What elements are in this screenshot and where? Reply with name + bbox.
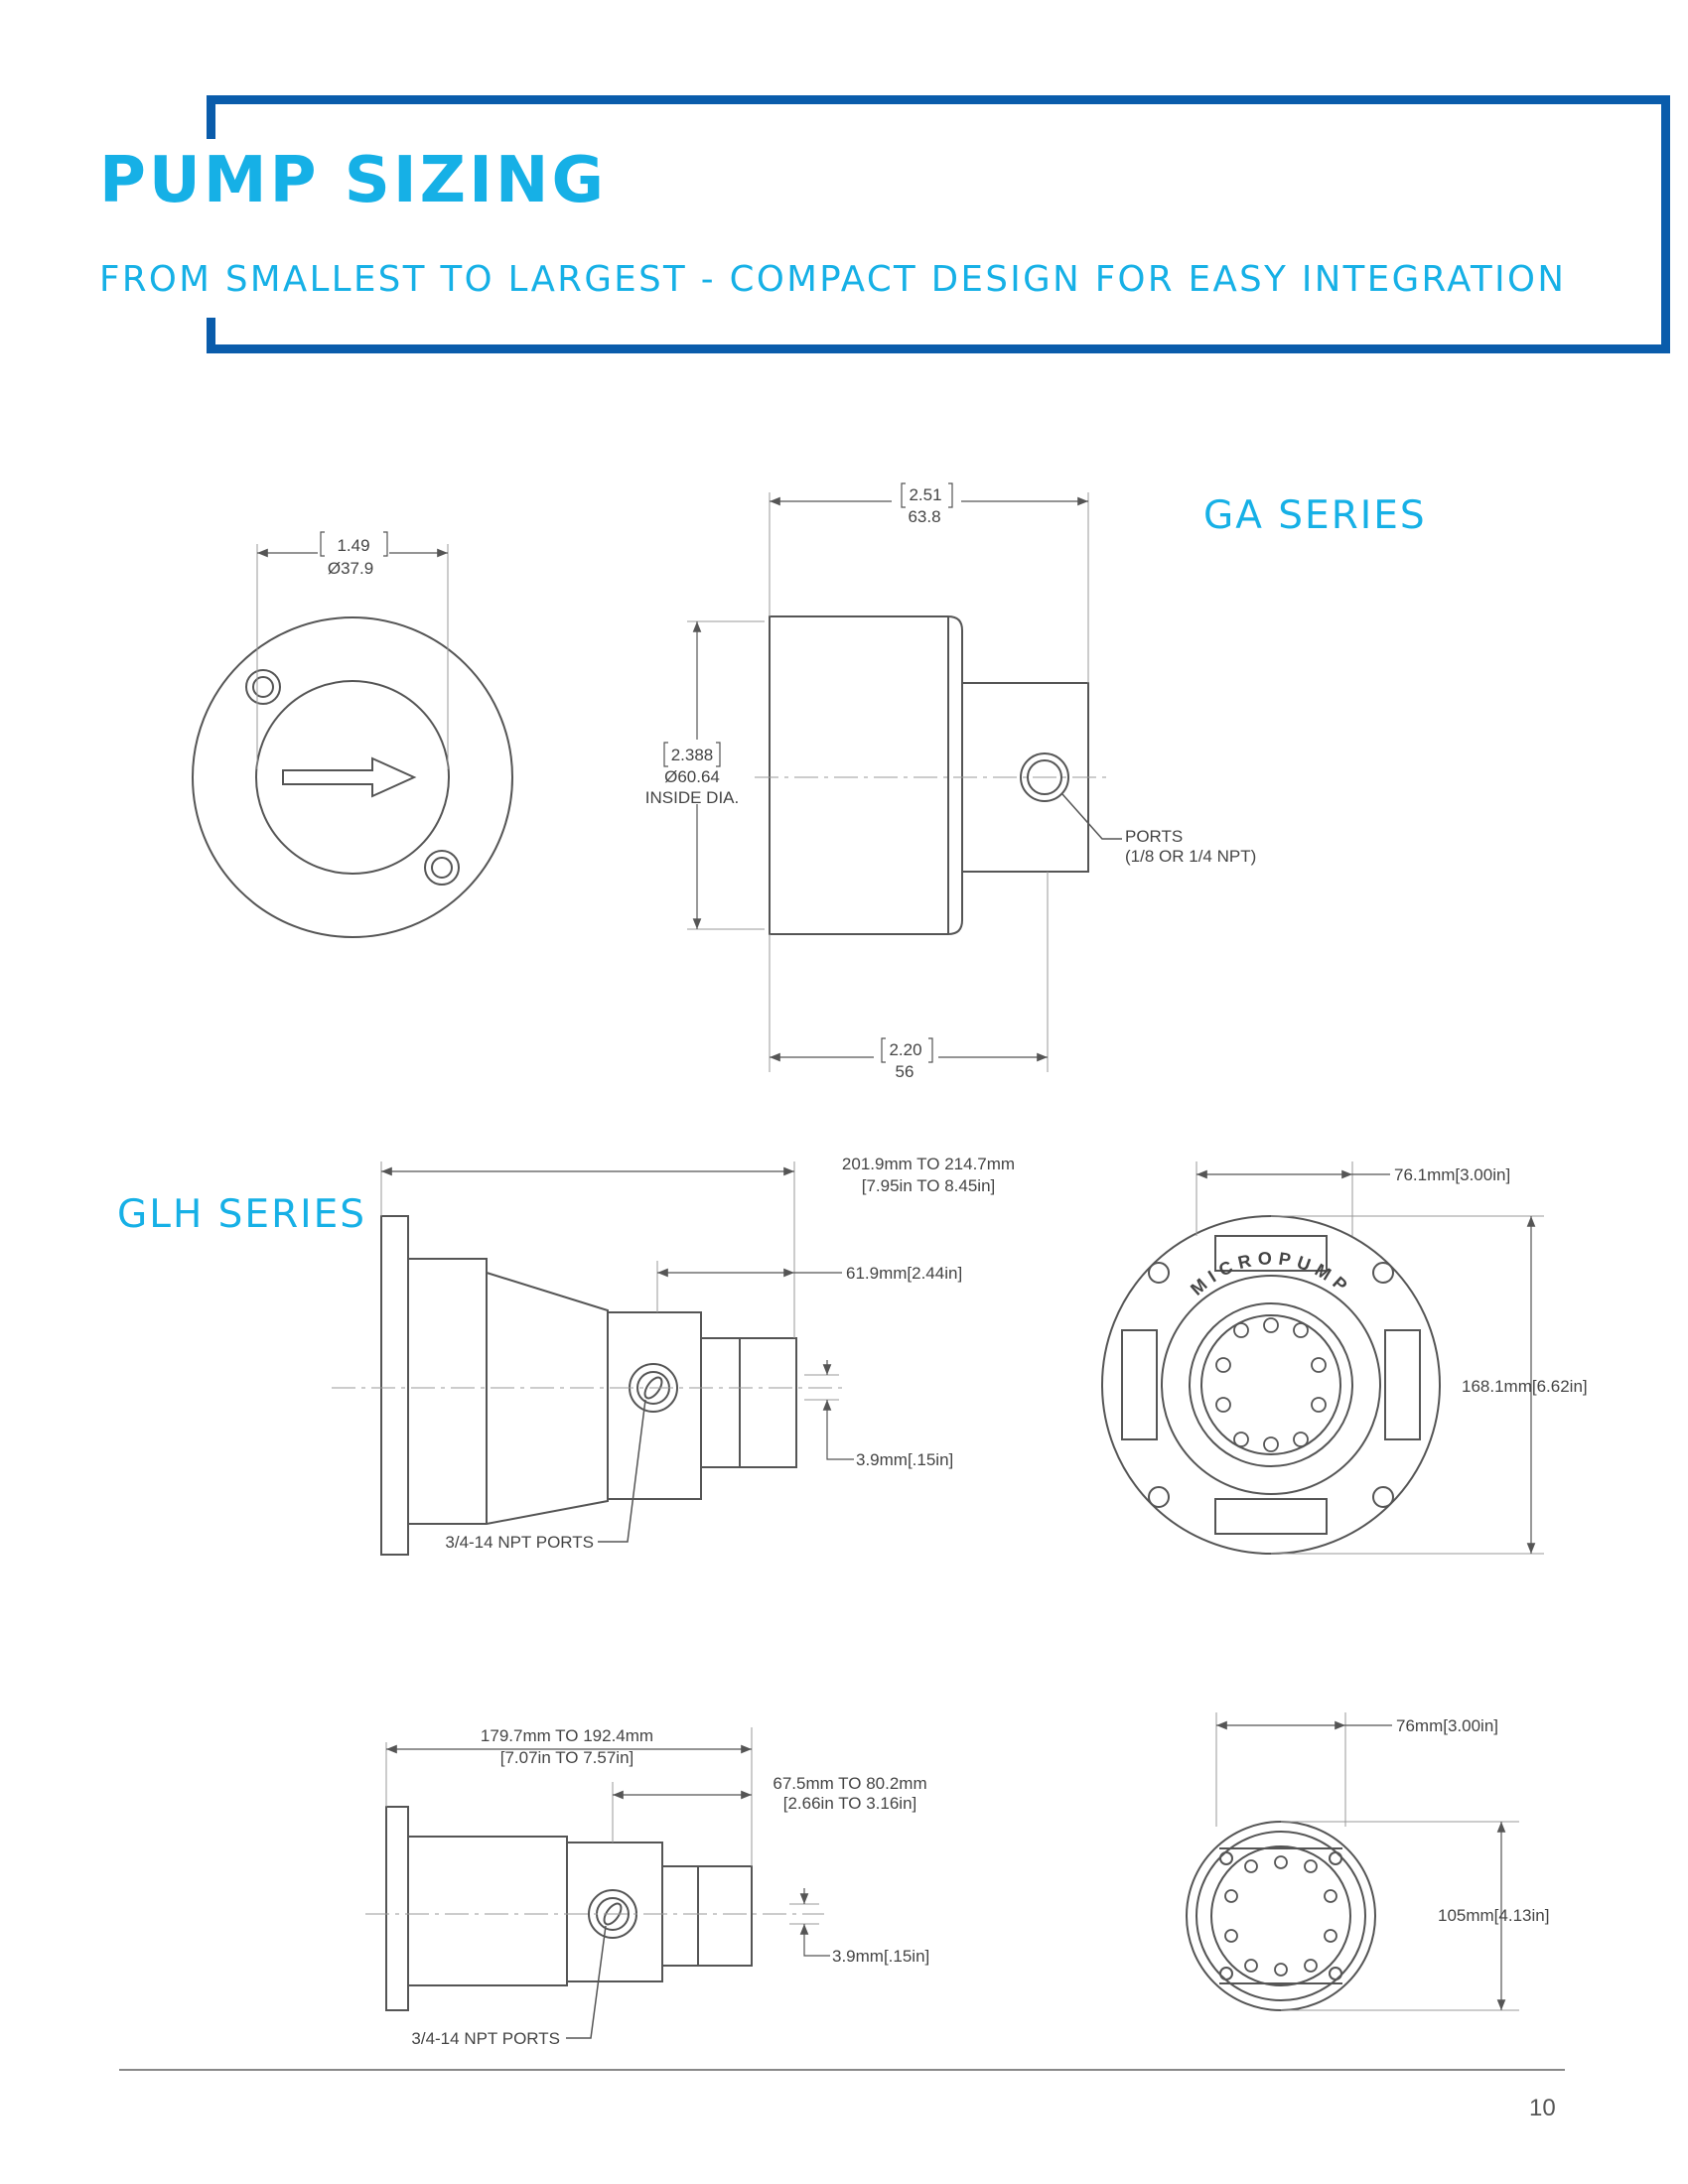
glh-small-front-view [1186,1712,1519,2011]
glh-large-overall-mm: 201.9mm TO 214.7mm [842,1155,1015,1173]
glh-large-head-dim: 61.9mm[2.44in] [846,1264,962,1283]
page-title: PUMP SIZING [99,144,607,217]
ga-series-label: GA SERIES [1203,493,1427,538]
glh-large-offset-dim: 3.9mm[.15in] [856,1450,953,1469]
header-frame-gap [195,139,218,318]
glh-small-overall-in: [7.07in TO 7.57in] [500,1748,634,1767]
ga-bottom-dim-in: 2.20 [889,1040,921,1059]
glh-small-bolt-pattern [1224,1855,1337,1977]
ga-inside-dia-label: INSIDE DIA. [645,788,739,807]
glh-large-side-view [332,1161,854,1556]
glh-large-overall-in: [7.95in TO 8.45in] [862,1176,996,1195]
glh-small-width-dim: 76mm[3.00in] [1396,1716,1498,1735]
glh-large-height-dim: 168.1mm[6.62in] [1462,1377,1588,1396]
ga-front-dim-in: 1.49 [337,536,369,555]
ga-top-dim-in: 2.51 [909,485,941,504]
page-number: 10 [1529,2095,1556,2121]
ga-inside-dia-mm: Ø60.64 [664,767,720,786]
micropump-logo: MICROPUMP [1187,1248,1355,1299]
glh-large-front-view [1101,1161,1544,1555]
ga-front-view [192,531,513,938]
flow-arrow-icon [282,756,417,798]
glh-small-head-in: [2.66in TO 3.16in] [783,1794,917,1813]
ga-front-dim-mm: Ø37.9 [328,559,373,578]
glh-small-offset-dim: 3.9mm[.15in] [832,1947,929,1966]
glh-small-height-dim: 105mm[4.13in] [1438,1906,1549,1925]
glh-small-overall-mm: 179.7mm TO 192.4mm [481,1726,653,1745]
glh-small-ports-label: 3/4-14 NPT PORTS [411,2029,560,2048]
ga-bottom-dim-mm: 56 [896,1062,914,1081]
glh-large-width-dim: 76.1mm[3.00in] [1394,1165,1510,1184]
page-subtitle: FROM SMALLEST TO LARGEST - COMPACT DESIG… [99,259,1567,300]
glh-small-head-mm: 67.5mm TO 80.2mm [773,1774,926,1793]
glh-large-bolt-pattern [1215,1317,1327,1452]
ga-side-view [663,482,1122,1072]
ga-inside-dia-in: 2.388 [671,746,714,764]
ga-ports-spec: (1/8 OR 1/4 NPT) [1125,847,1256,866]
ga-ports-label: PORTS [1125,827,1183,846]
footer-rule [119,2069,1565,2071]
glh-small-side-view [365,1727,830,2039]
glh-series-label: GLH SERIES [117,1192,367,1237]
ga-top-dim-mm: 63.8 [908,507,940,526]
glh-large-ports-label: 3/4-14 NPT PORTS [445,1533,594,1552]
